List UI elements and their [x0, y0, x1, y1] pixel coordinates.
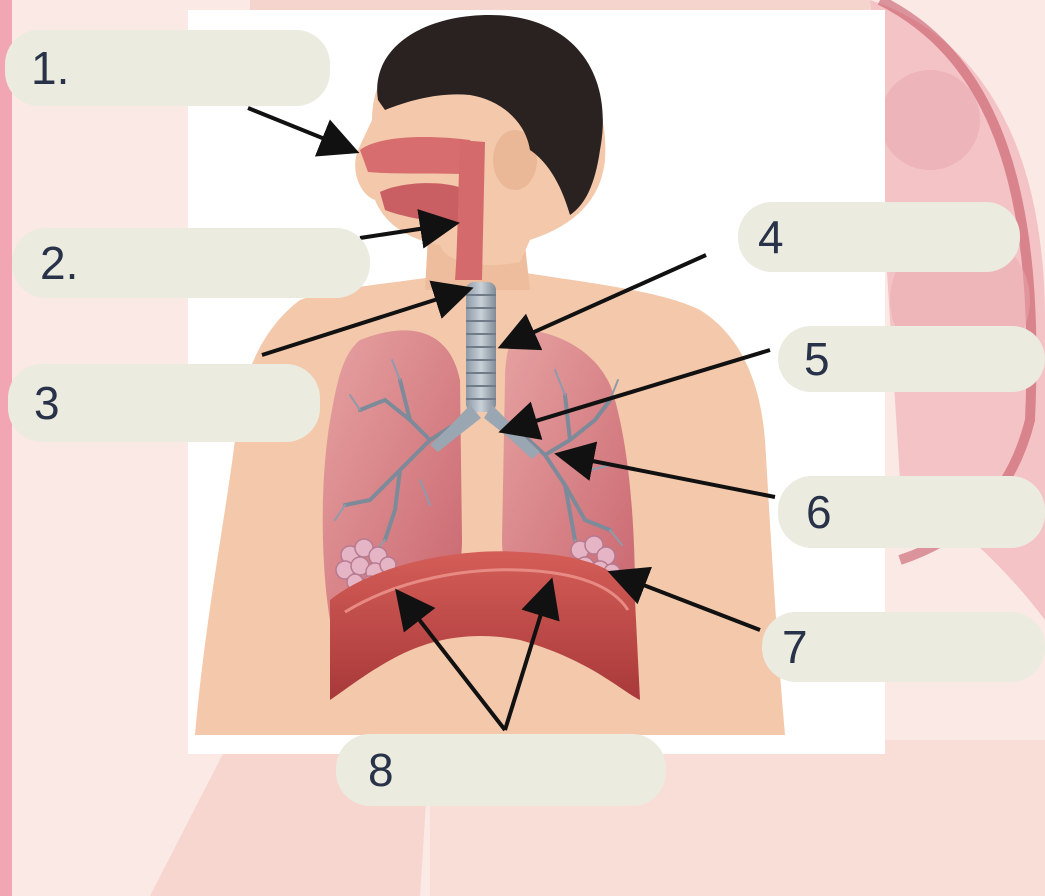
label-pill-6[interactable]: 6	[778, 476, 1045, 548]
label-pill-3[interactable]: 3	[8, 364, 320, 442]
label-pill-8[interactable]: 8	[336, 734, 666, 806]
label-pill-4[interactable]: 4	[738, 202, 1020, 272]
label-pill-7[interactable]: 7	[762, 612, 1045, 682]
label-pill-5[interactable]: 5	[778, 326, 1045, 392]
label-number: 3	[34, 380, 60, 426]
label-number: 5	[804, 336, 830, 382]
label-number: 8	[368, 747, 394, 793]
label-number: 6	[806, 489, 832, 535]
label-number: 7	[782, 624, 808, 670]
label-number: 2.	[40, 240, 78, 286]
label-pill-1[interactable]: 1.	[5, 30, 330, 106]
label-number: 1.	[31, 45, 69, 91]
label-pill-2[interactable]: 2.	[12, 228, 370, 298]
label-number: 4	[758, 214, 784, 260]
